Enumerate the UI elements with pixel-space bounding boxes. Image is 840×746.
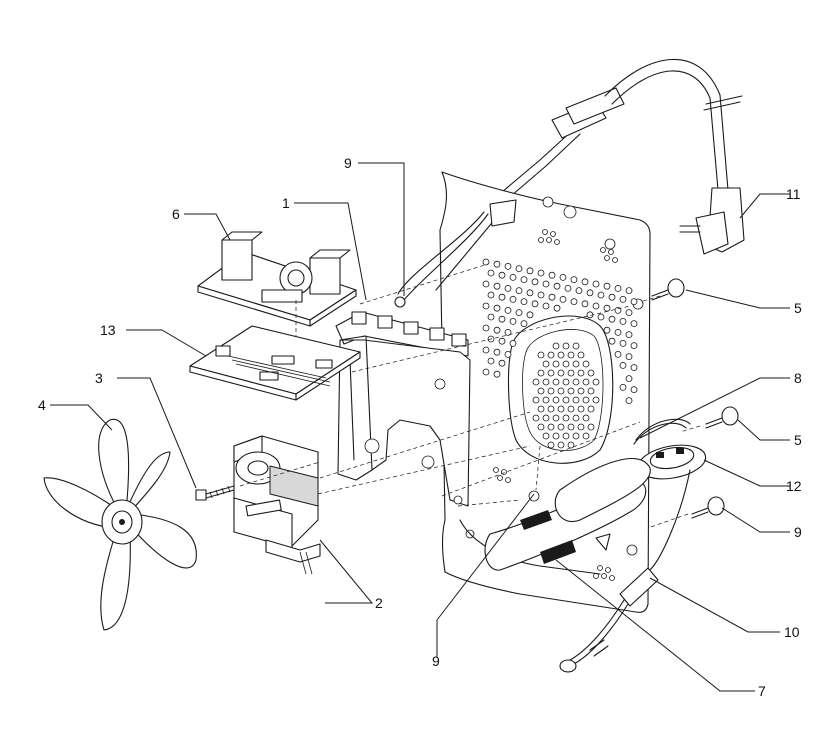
- callout-12: 12: [786, 478, 802, 494]
- callout-2: 2: [375, 595, 383, 611]
- control-pcb: [197, 231, 357, 392]
- callout-5-upper: 5: [794, 300, 802, 316]
- callout-9-right: 9: [794, 524, 802, 540]
- callout-4: 4: [38, 397, 46, 413]
- callout-7: 7: [758, 683, 766, 699]
- callout-13: 13: [100, 322, 116, 338]
- callout-8: 8: [794, 370, 802, 386]
- assembly-lines: [239, 263, 701, 529]
- callout-11: 11: [786, 186, 801, 202]
- callout-10: 10: [784, 624, 800, 640]
- vent-holes-top: [538, 229, 618, 263]
- callout-labels: 1 2 3 4 5 5 6 7 8 9 9 9 10 11 12 13: [38, 155, 802, 699]
- vent-holes-bottom: [493, 467, 615, 581]
- fan-blade: [43, 418, 197, 631]
- callout-9-bottom: 9: [432, 653, 440, 669]
- screw-9-right: [691, 496, 725, 519]
- screw-5-upper: [651, 278, 685, 301]
- sensor-cable: [559, 469, 691, 673]
- power-cord-plug: [482, 58, 745, 255]
- screw-5-lower: [705, 406, 739, 429]
- fan-motor: [233, 435, 321, 575]
- relay-board: [189, 325, 361, 401]
- callout-1: 1: [282, 195, 290, 211]
- callout-9-top: 9: [344, 155, 352, 171]
- callout-6: 6: [172, 206, 180, 222]
- bottom-cover: [484, 458, 651, 571]
- thermal-cutout: [633, 418, 707, 480]
- leader-lines: [50, 162, 790, 692]
- callout-5-lower: 5: [794, 432, 802, 448]
- screw-3: [195, 485, 235, 501]
- fan-bracket: [335, 311, 471, 507]
- callout-3: 3: [95, 370, 103, 386]
- perforation-field: [482, 258, 638, 449]
